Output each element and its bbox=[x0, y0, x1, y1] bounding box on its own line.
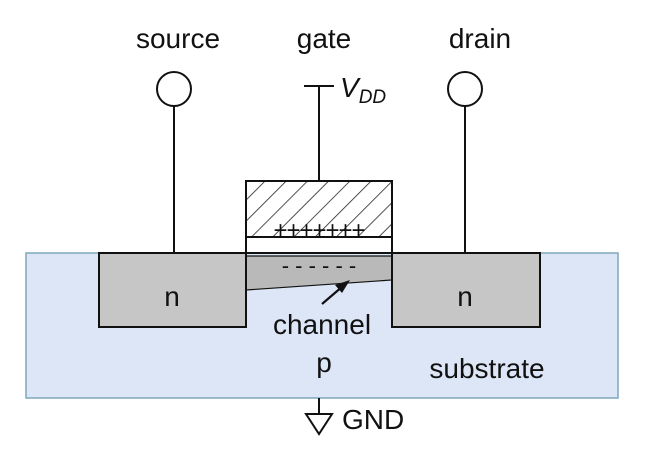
channel-label: channel bbox=[273, 309, 371, 340]
drain-doping-label: n bbox=[457, 281, 473, 312]
source-label: source bbox=[136, 23, 220, 54]
ground-icon bbox=[304, 413, 334, 436]
substrate-label: substrate bbox=[429, 353, 544, 384]
vdd-label: VDD bbox=[340, 72, 386, 108]
drain-terminal-icon bbox=[447, 71, 483, 107]
vdd-subscript: DD bbox=[359, 87, 387, 108]
source-n-region bbox=[98, 252, 247, 328]
gate-label: gate bbox=[297, 23, 352, 54]
drain-label: drain bbox=[449, 23, 511, 54]
source-doping-label: n bbox=[164, 281, 180, 312]
vdd-main: V bbox=[340, 72, 361, 103]
channel-charge: - - - - - - bbox=[282, 253, 357, 278]
gate-charge: +++++++ bbox=[273, 217, 364, 244]
body-doping-label: p bbox=[316, 347, 332, 378]
gate-electrode bbox=[245, 180, 393, 238]
source-terminal-icon bbox=[156, 71, 192, 107]
channel-arrow-head-icon bbox=[335, 280, 350, 293]
drain-n-region bbox=[391, 252, 541, 328]
ground-label: GND bbox=[342, 404, 404, 435]
